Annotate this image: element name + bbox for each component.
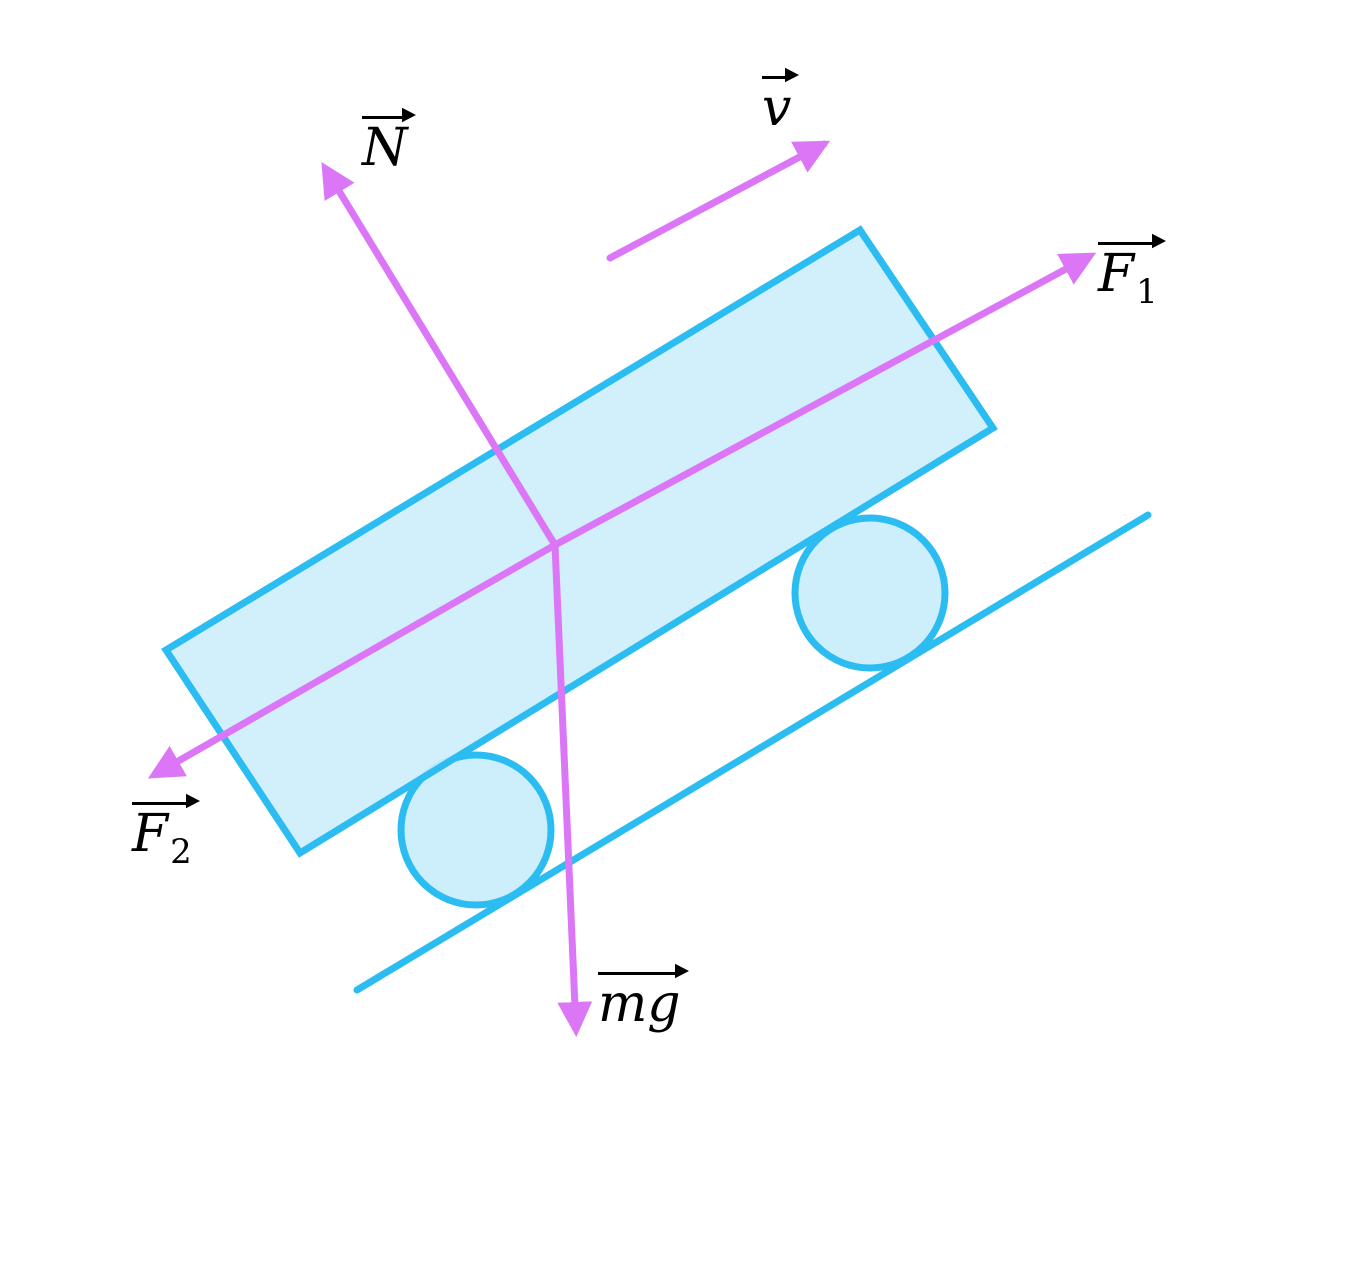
vector-notation: v	[762, 67, 800, 134]
normal-force-label: N	[362, 107, 416, 174]
force-f2-arrow	[147, 541, 557, 779]
weight-arrow	[551, 544, 593, 1037]
vector-notation: N	[362, 107, 416, 174]
force-f2-label: F2	[132, 793, 200, 869]
vector-notation: F1	[1098, 233, 1166, 309]
incline-line	[353, 511, 1152, 994]
vector-notation: mg	[598, 963, 689, 1030]
front-wheel	[791, 514, 949, 672]
velocity-arrow	[606, 140, 831, 262]
rear-wheel	[397, 751, 555, 909]
vector-notation: F2	[132, 793, 200, 869]
normal-force-arrow	[321, 162, 558, 547]
force-f1-label: F1	[1098, 233, 1166, 309]
cart-body	[161, 225, 998, 858]
force-f1-arrow	[553, 252, 1097, 549]
velocity-label: v	[762, 67, 800, 134]
weight-label: mg	[598, 963, 689, 1030]
